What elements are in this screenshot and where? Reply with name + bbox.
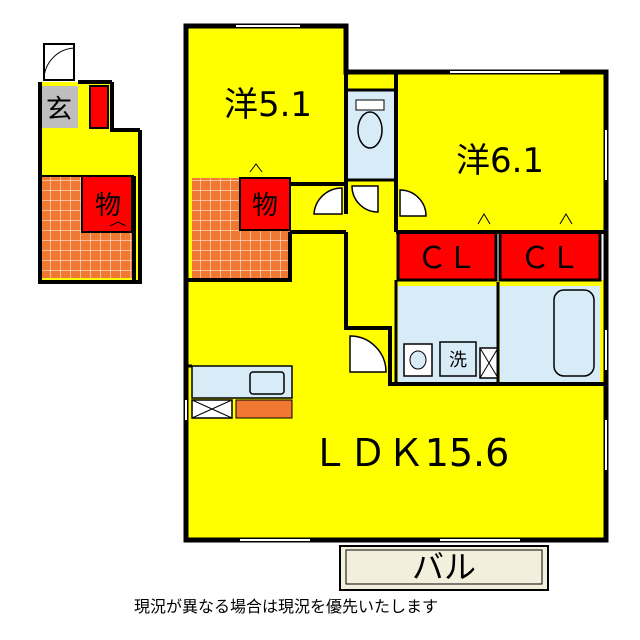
kitchen-cabinet — [235, 399, 293, 419]
door-western1 — [313, 187, 343, 215]
storage-label-lower: 物 — [95, 191, 121, 221]
western-room-1-label: 洋5.1 — [224, 85, 312, 125]
door-toilet — [351, 185, 379, 213]
balcony — [339, 545, 549, 591]
closet-1 — [396, 230, 498, 282]
storage-box-main — [239, 177, 291, 231]
washer-box — [439, 341, 477, 377]
western-room-2-label: 洋6.1 — [456, 141, 544, 181]
main-unit: 洋5.1 洋6.1 物 物 ＣＬ ＣＬ 洗 ＬＤＫ15.6 バル — [0, 0, 609, 591]
entrance-unit: 玄 物 — [38, 43, 142, 284]
storage-label-main: 物 — [252, 191, 278, 221]
ldk-label: ＬＤＫ15.6 — [311, 431, 510, 475]
washroom-label: 洗 — [449, 350, 467, 371]
toilet-icon — [357, 111, 383, 149]
closet-2-label: ＣＬ — [520, 241, 580, 276]
closet-1-label: ＣＬ — [417, 241, 477, 276]
disclaimer-note: 現況が異なる場合は現況を優先いたします — [134, 597, 438, 616]
storage-label-upper: 物 — [0, 0, 1, 1]
storage-box-lower — [81, 175, 133, 233]
door-western2 — [399, 189, 427, 217]
bathtub — [553, 289, 595, 377]
door-washroom — [349, 335, 387, 373]
entrance-door — [43, 43, 75, 81]
entrance-area — [40, 86, 78, 128]
shoe-storage — [89, 85, 109, 129]
balcony-label: バル — [412, 548, 476, 586]
closet-2 — [498, 230, 602, 282]
entrance-label: 玄 — [46, 95, 72, 125]
